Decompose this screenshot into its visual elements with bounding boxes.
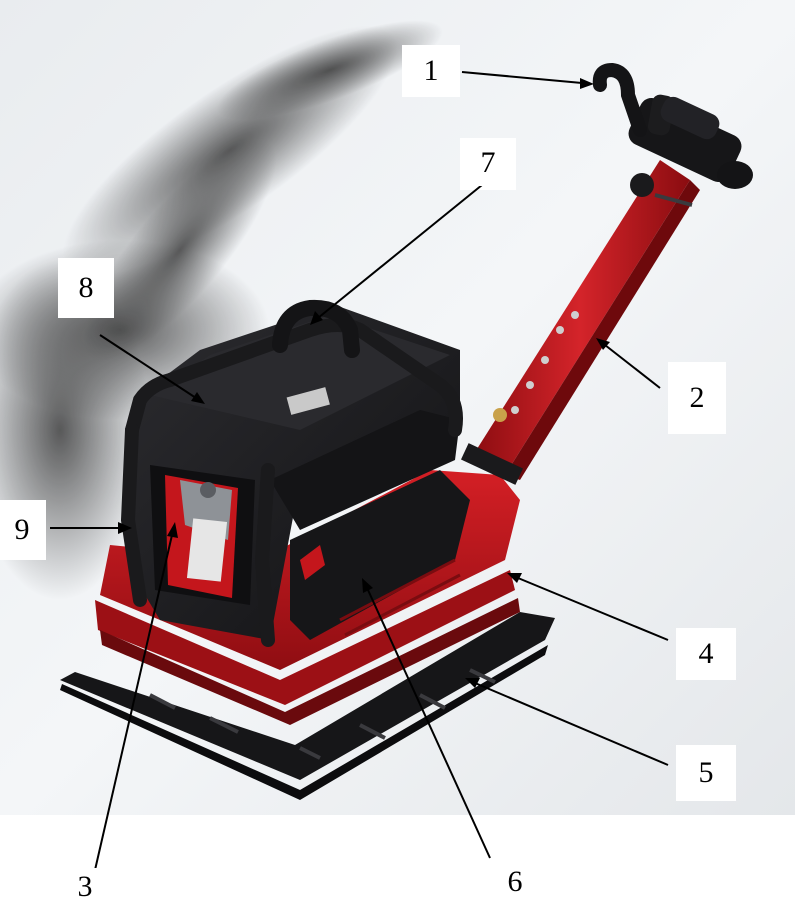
label-6: 6 [490, 862, 540, 902]
label-7: 7 [462, 140, 514, 186]
engine-hood [120, 305, 463, 647]
label-2: 2 [670, 368, 724, 428]
label-3: 3 [60, 868, 110, 906]
side-panel [290, 470, 470, 640]
label-5: 5 [676, 745, 736, 801]
label-8: 8 [60, 262, 112, 314]
label-4: 4 [676, 628, 736, 680]
guide-handle [461, 160, 700, 485]
handle-grip [592, 62, 753, 207]
leader-arrows [50, 71, 669, 871]
label-1: 1 [404, 48, 458, 94]
lifting-handle [272, 299, 360, 358]
base-plate [60, 612, 555, 800]
label-9: 9 [0, 504, 44, 556]
